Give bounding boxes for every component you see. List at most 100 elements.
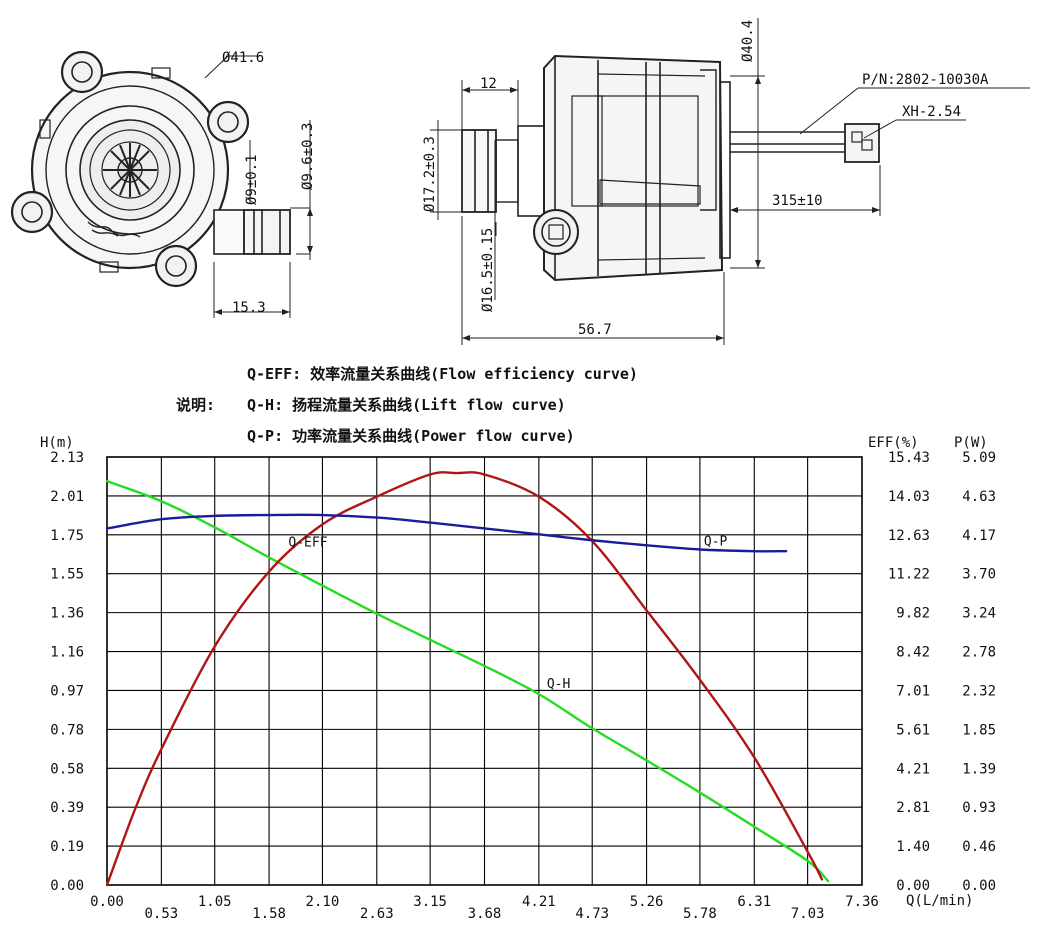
- data-point-q-p: [785, 550, 787, 552]
- series-label-q-p: Q-P: [704, 534, 728, 549]
- data-point-q-p: [645, 544, 648, 546]
- data-point-q-eff: [753, 756, 755, 759]
- data-point-q-eff: [214, 645, 216, 648]
- y-tick-label-head: 0.58: [50, 761, 84, 777]
- dim-body-length: 56.7: [578, 322, 612, 338]
- data-point-q-p: [538, 533, 540, 535]
- y-tick-label-power: 0.46: [962, 839, 996, 855]
- data-point-q-p: [106, 527, 108, 530]
- data-point-q-eff: [807, 851, 809, 853]
- y-tick-label-head: 1.55: [50, 567, 84, 583]
- part-number-label: P/N:2802-10030A: [862, 72, 989, 88]
- y-tick-label-eff: 5.61: [896, 722, 930, 738]
- side-view-dimensions: 12 56.7 315±10 P/N:2802-10030A XH-2.54 Ø…: [422, 20, 989, 338]
- data-point-q-p: [699, 548, 701, 551]
- y-tick-label-power: 2.32: [962, 683, 996, 699]
- data-point-q-h: [160, 500, 162, 502]
- x-tick-label: 1.05: [198, 894, 232, 910]
- legend-eff: Q-EFF: 效率流量关系曲线(Flow efficiency curve): [247, 365, 638, 383]
- y-tick-label-eff: 12.63: [888, 528, 930, 544]
- series-labels: Q-H Q-EFF Q-P: [288, 534, 727, 692]
- series-layer: [105, 471, 830, 887]
- data-point-q-h: [106, 480, 108, 482]
- data-point-q-p: [214, 515, 216, 517]
- data-point-q-h: [321, 585, 324, 587]
- data-point-q-p: [753, 550, 755, 552]
- x-tick-label: 2.10: [306, 894, 340, 910]
- data-point-q-h: [591, 727, 593, 729]
- data-point-q-h: [699, 791, 701, 794]
- data-point-q-p: [483, 527, 486, 530]
- dim-cable-length: 315±10: [772, 193, 823, 209]
- data-point-q-eff: [483, 473, 486, 476]
- data-point-q-eff: [645, 609, 648, 611]
- data-point-q-p: [591, 539, 593, 541]
- y-tick-label-power: 3.70: [962, 567, 996, 583]
- x-tick-label: 2.63: [360, 906, 394, 922]
- y-tick-label-head: 1.75: [50, 528, 84, 544]
- x-tick-label: 6.31: [737, 894, 771, 910]
- y-tick-label-eff: 9.82: [896, 606, 930, 622]
- y-tick-label-power: 0.93: [962, 800, 996, 816]
- dim-outlet-offset: 15.3: [232, 300, 266, 316]
- y-tick-label-power: 3.24: [962, 606, 996, 622]
- x-axis-label: Q(L/min): [906, 893, 973, 909]
- data-point-q-eff: [456, 472, 458, 474]
- connector-label: XH-2.54: [902, 104, 961, 120]
- legend-power: Q-P: 功率流量关系曲线(Power flow curve): [247, 427, 575, 445]
- y-tick-label-eff: 1.40: [896, 839, 930, 855]
- front-view-drawing: [10, 50, 313, 318]
- data-point-q-h: [268, 556, 270, 559]
- y-tick-label-power: 4.63: [962, 489, 996, 505]
- y-tick-label-head: 2.13: [50, 450, 84, 466]
- impeller-icon: [103, 143, 157, 197]
- y-tick-label-eff: 4.21: [896, 761, 930, 777]
- y-tick-label-head: 0.39: [50, 800, 84, 816]
- y-tick-label-head: 0.97: [50, 683, 84, 699]
- y-tick-label-power: 2.78: [962, 645, 996, 661]
- data-point-q-eff: [160, 748, 162, 750]
- y-tick-label-eff: 2.81: [896, 800, 930, 816]
- series-label-q-h: Q-H: [547, 677, 570, 692]
- data-point-q-p: [268, 514, 270, 516]
- data-point-q-h: [753, 826, 755, 828]
- dim-inlet-inner: Ø16.5±0.15: [480, 228, 496, 312]
- mounting-ear-icon: [10, 50, 250, 288]
- data-point-q-eff: [134, 809, 136, 811]
- front-view-dimensions: Ø41.6 15.3 Ø9±0.1 Ø9.6±0.3: [222, 50, 316, 316]
- data-point-q-h: [214, 526, 216, 528]
- x-tick-label: 4.21: [522, 894, 556, 910]
- y-tick-label-power: 5.09: [962, 450, 996, 466]
- y-tick-label-eff: 8.42: [896, 645, 930, 661]
- y-axis-label-eff: EFF(%): [868, 435, 919, 451]
- data-point-q-p: [160, 518, 162, 520]
- side-view-drawing: [430, 18, 1030, 345]
- data-point-q-eff: [699, 679, 701, 681]
- x-tick-label: 0.00: [90, 894, 124, 910]
- dim-inlet-outer: Ø17.2±0.3: [422, 136, 438, 212]
- data-point-q-p: [321, 514, 324, 516]
- performance-chart: 0.000.531.051.582.102.633.153.684.214.73…: [40, 435, 996, 922]
- brand-logo-icon: [87, 221, 141, 238]
- x-tick-label: 4.73: [575, 906, 609, 922]
- legend-head: Q-H: 扬程流量关系曲线(Lift flow curve): [247, 396, 566, 414]
- y-tick-label-power: 1.39: [962, 761, 996, 777]
- data-point-q-h: [376, 613, 378, 615]
- y-axis-label-head: H(m): [40, 435, 74, 451]
- data-point-q-h: [483, 665, 486, 667]
- y-tick-label-power: 0.00: [962, 878, 996, 894]
- tick-labels: 0.000.531.051.582.102.633.153.684.214.73…: [50, 450, 996, 922]
- x-tick-label: 3.15: [413, 894, 447, 910]
- data-point-q-p: [429, 521, 431, 524]
- data-point-q-h: [827, 880, 829, 882]
- data-point-q-eff: [538, 496, 540, 498]
- data-point-q-eff: [106, 884, 108, 886]
- data-point-q-h: [807, 860, 809, 862]
- y-tick-label-eff: 7.01: [896, 683, 930, 699]
- data-point-q-h: [645, 759, 648, 762]
- y-tick-label-head: 1.36: [50, 606, 84, 622]
- series-label-q-eff: Q-EFF: [288, 535, 327, 550]
- x-tick-label: 7.03: [791, 906, 825, 922]
- x-tick-label: 3.68: [468, 906, 502, 922]
- y-tick-label-head: 1.16: [50, 645, 84, 661]
